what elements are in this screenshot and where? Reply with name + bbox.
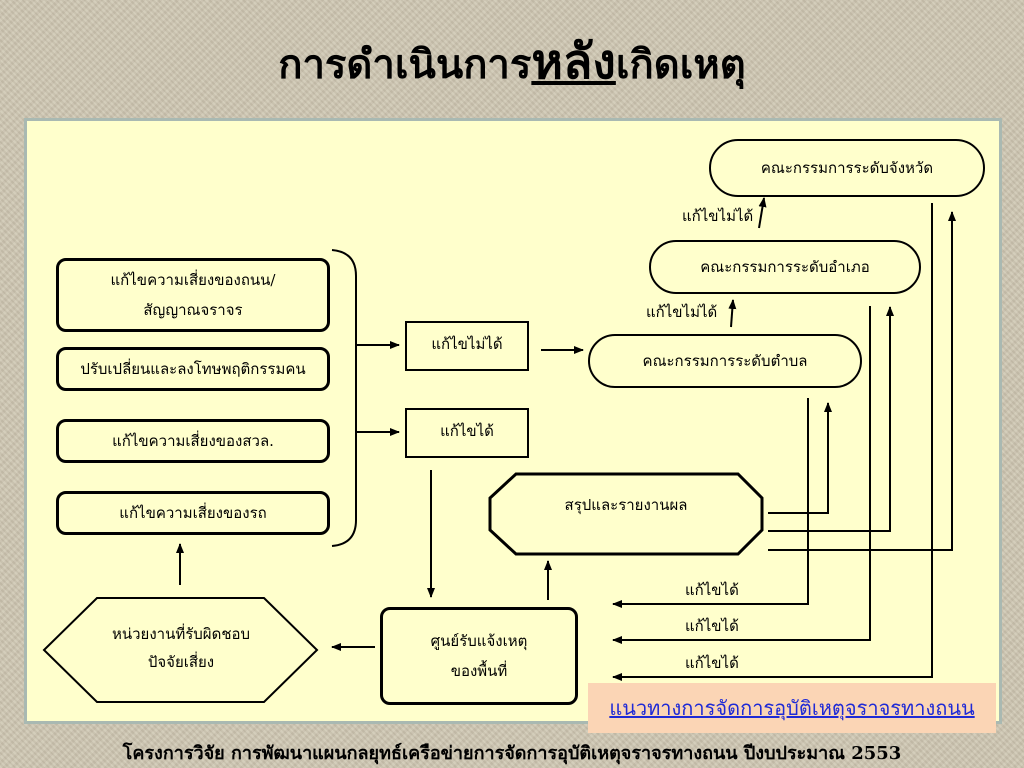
committee-subdistrict-label: คณะกรรมการระดับตำบล (642, 352, 808, 370)
guideline-link-box: แนวทางการจัดการอุบัติเหตุจราจรทางถนน (588, 683, 996, 733)
committee-district: คณะกรรมการระดับอำเภอ (649, 240, 921, 294)
guideline-link[interactable]: แนวทางการจัดการอุบัติเหตุจราจรทางถนน (609, 696, 975, 720)
decision-ok-box: แก้ไขได้ (405, 408, 529, 458)
box-road-risk-line1: แก้ไขความเสี่ยงของถนน/ (110, 271, 276, 289)
box-vehicle-risk-label: แก้ไขความเสี่ยงของรถ (119, 504, 267, 522)
hexagon-left: หน่วยงานที่รับผิดชอบ ปัจจัยเสี่ยง (60, 620, 302, 676)
title-suffix: เกิดเหตุ (615, 41, 746, 88)
summary-shape (488, 472, 764, 556)
box-vehicle-risk: แก้ไขความเสี่ยงของรถ (56, 491, 330, 535)
summary-to-subdistrict (768, 402, 832, 514)
summary-to-province (768, 211, 956, 551)
district-return (612, 306, 871, 644)
arrow-district-to-province (758, 197, 767, 229)
page-title: การดำเนินการหลังเกิดเหตุ (0, 30, 1024, 97)
label-ok-1: แก้ไขได้ (685, 581, 739, 599)
summary-box: สรุปและรายงานผล (490, 490, 762, 520)
box-environment-risk-label: แก้ไขความเสี่ยงของสวล. (112, 432, 274, 450)
subdistrict-return (612, 398, 809, 608)
hexagon-left-shape (42, 597, 319, 703)
center-line2: ของพื้นที่ (450, 662, 508, 680)
box-road-risk-line2: สัญญาณจราจร (143, 301, 243, 319)
arrow-subdistrict-to-district (728, 299, 737, 328)
box-road-risk: แก้ไขความเสี่ยงของถนน/ สัญญาณจราจร (56, 258, 330, 332)
decision-fail-label: แก้ไขไม่ได้ (431, 335, 503, 353)
hexagon-left-line1: หน่วยงานที่รับผิดชอบ (111, 625, 251, 643)
committee-province: คณะกรรมการระดับจังหวัด (709, 139, 985, 197)
box-environment-risk: แก้ไขความเสี่ยงของสวล. (56, 419, 330, 463)
hexagon-left-line2: ปัจจัยเสี่ยง (147, 653, 215, 671)
committee-province-label: คณะกรรมการระดับจังหวัด (760, 159, 934, 177)
province-return (612, 203, 933, 681)
box-behavior-label: ปรับเปลี่ยนและลงโทษพฤติกรรมคน (80, 360, 306, 378)
center-line1: ศูนย์รับแจ้งเหตุ (430, 632, 528, 650)
decision-ok-label: แก้ไขได้ (440, 422, 494, 440)
title-prefix: การดำเนินการ (278, 41, 532, 88)
committee-district-label: คณะกรรมการระดับอำเภอ (700, 258, 870, 276)
committee-subdistrict: คณะกรรมการระดับตำบล (588, 334, 862, 388)
left-group-bracket (331, 249, 357, 547)
label-ok-3: แก้ไขได้ (685, 654, 739, 672)
center-notification-box: ศูนย์รับแจ้งเหตุ ของพื้นที่ (380, 607, 578, 705)
title-emphasis: หลัง (531, 34, 616, 90)
label-fail-to-province: แก้ไขไม่ได้ (682, 207, 754, 225)
label-fail-to-district: แก้ไขไม่ได้ (646, 303, 718, 321)
decision-fail-box: แก้ไขไม่ได้ (405, 321, 529, 371)
box-behavior: ปรับเปลี่ยนและลงโทษพฤติกรรมคน (56, 347, 330, 391)
footer-text: โครงการวิจัย การพัฒนาแผนกลยุทธ์เครือข่าย… (122, 743, 902, 764)
summary-label: สรุปและรายงานผล (564, 496, 688, 514)
label-ok-2: แก้ไขได้ (685, 617, 739, 635)
